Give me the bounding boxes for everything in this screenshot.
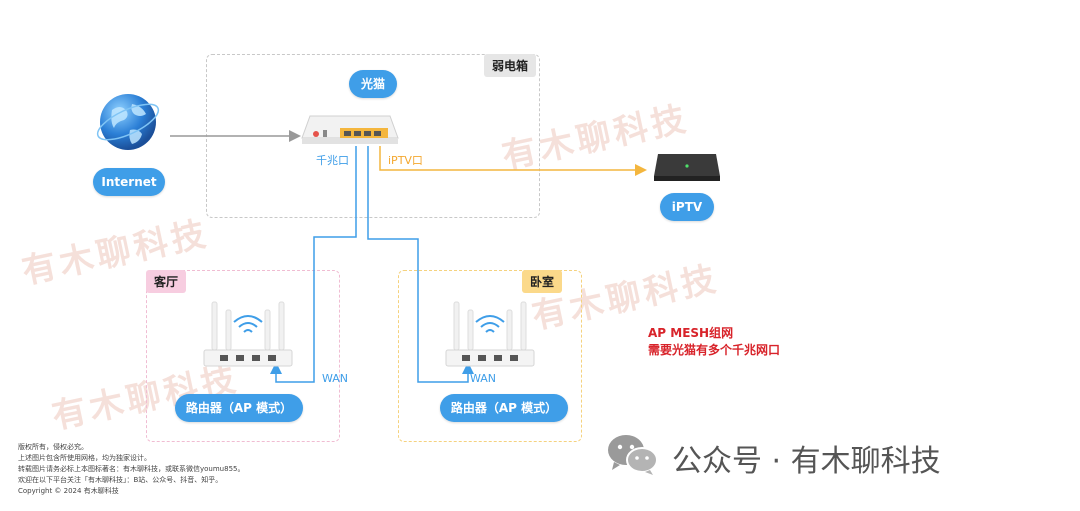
brand-text: 公众号 · 有木聊科技 bbox=[672, 444, 941, 479]
copyright-line: 欢迎在以下平台关注「有木聊科技」：B站、公众号、抖音、知乎。 bbox=[18, 476, 223, 484]
copyright-line: Copyright © 2024 有木聊科技 bbox=[18, 487, 119, 495]
iptv-port-label: iPTV口 bbox=[388, 154, 423, 167]
router-icon-left bbox=[203, 301, 293, 367]
internet-pill: Internet bbox=[93, 168, 165, 196]
iptv-box-icon bbox=[654, 154, 720, 181]
mesh-note-line2: 需要光猫有多个千兆网口 bbox=[648, 343, 781, 357]
wan-label-left: WAN bbox=[322, 372, 349, 385]
router-pill-left: 路由器（AP 模式） bbox=[175, 394, 303, 422]
right-router-line bbox=[367, 146, 474, 383]
globe-icon bbox=[96, 94, 160, 150]
bedroom-box bbox=[398, 270, 582, 442]
modem-pill: 光猫 bbox=[349, 70, 397, 98]
weak-box-tag: 弱电箱 bbox=[484, 54, 537, 77]
mesh-note-line1: AP MESH组网 bbox=[648, 326, 734, 340]
copyright-line: 版权所有，侵权必究。 bbox=[18, 443, 88, 451]
living-room-box bbox=[146, 270, 340, 442]
wan-label-right: WAN bbox=[470, 372, 497, 385]
router-pill-right: 路由器（AP 模式） bbox=[440, 394, 568, 422]
mesh-note: AP MESH组网 需要光猫有多个千兆网口 bbox=[648, 325, 780, 359]
iptv-pill: iPTV bbox=[660, 193, 714, 221]
left-router-line bbox=[270, 146, 357, 383]
living-room-tag: 客厅 bbox=[146, 270, 187, 293]
gigabit-port-label: 千兆口 bbox=[316, 154, 349, 167]
copyright-block: 版权所有，侵权必究。 上述图片包含所使用网格，均为独家设计。 转载图片请务必标上… bbox=[18, 442, 244, 497]
wechat-icon bbox=[608, 435, 658, 475]
copyright-line: 转载图片请务必标上本图标著名：有木聊科技，或联系微信youmu855。 bbox=[18, 465, 245, 473]
router-icon-right bbox=[445, 301, 535, 367]
bedroom-tag: 卧室 bbox=[522, 270, 563, 293]
copyright-line: 上述图片包含所使用网格，均为独家设计。 bbox=[18, 454, 151, 462]
modem-icon bbox=[301, 115, 399, 144]
iptv-line bbox=[379, 146, 647, 176]
